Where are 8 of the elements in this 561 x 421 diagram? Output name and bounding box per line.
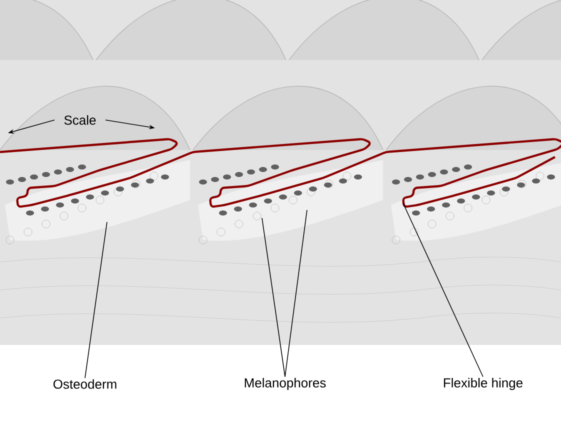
part-label: Scale [64,115,96,125]
leader-line [402,202,484,378]
part-label: Osteoderm [53,379,116,389]
leader-line [284,210,308,378]
part-label: Melanophores [244,378,326,390]
leader-line [262,218,286,378]
part-label: Flexible hinge [444,378,522,390]
leader-line [84,222,108,378]
